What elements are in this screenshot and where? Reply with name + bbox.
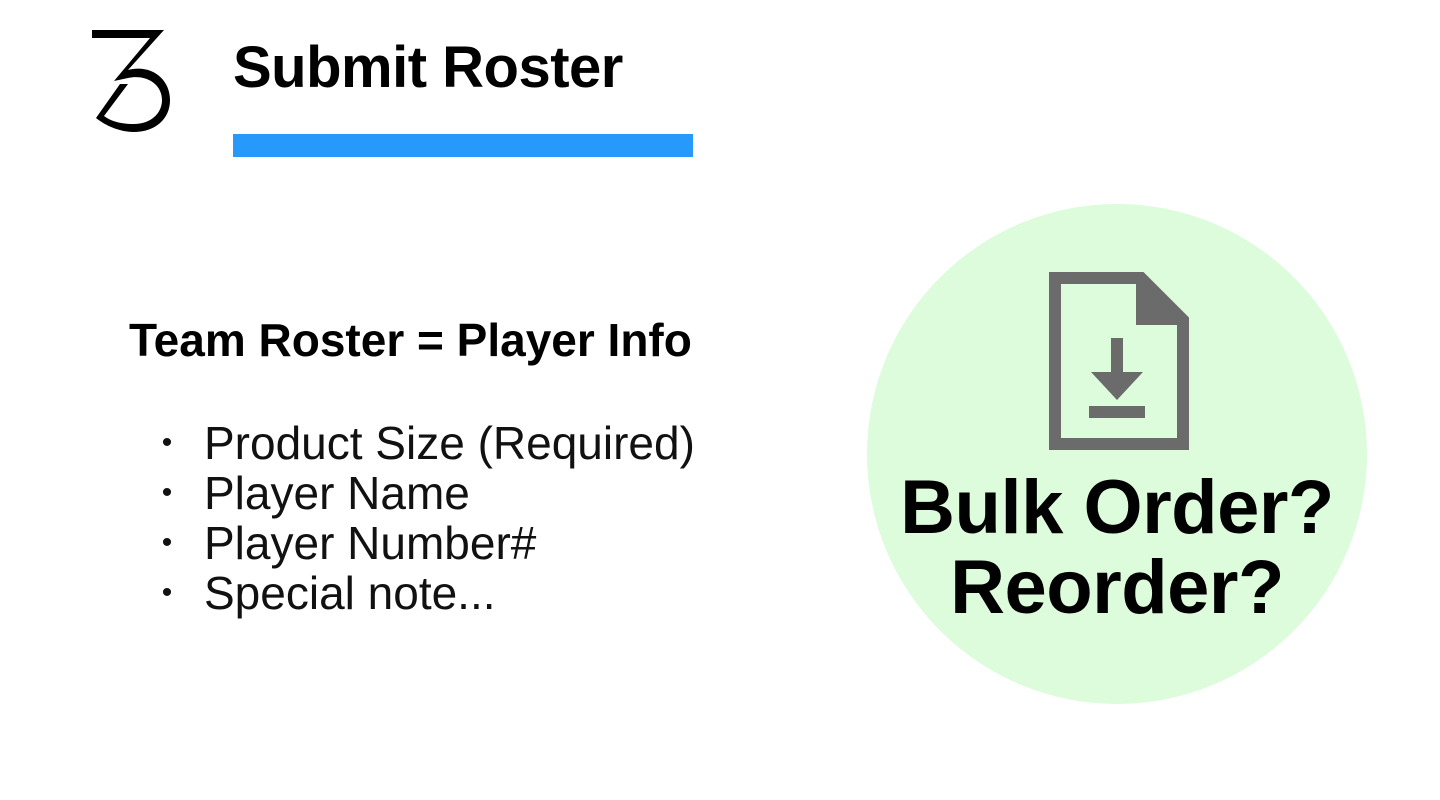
section-heading: Team Roster = Player Info [129,314,692,366]
page-title: Submit Roster [233,35,623,100]
callout-text: Bulk Order? Reorder? [867,468,1367,628]
player-info-list: • Product Size (Required) • Player Name … [157,418,695,618]
callout-line-reorder: Reorder? [950,545,1284,630]
callout-circle [867,204,1367,704]
file-download-icon [1049,272,1189,450]
list-item-label: Special note... [204,567,496,619]
bullet-icon: • [161,476,173,509]
list-item-player-number: • Player Number# [157,518,695,568]
list-item-label: Player Number# [204,517,537,569]
brand-logo-3-icon [92,30,170,132]
title-underline [233,134,693,157]
bullet-icon: • [161,426,173,459]
list-item-label: Product Size (Required) [204,417,695,469]
callout-line-bulk-order: Bulk Order? [900,465,1334,550]
list-item-product-size: • Product Size (Required) [157,418,695,468]
bullet-icon: • [161,576,173,609]
list-item-player-name: • Player Name [157,468,695,518]
list-item-label: Player Name [204,467,470,519]
list-item-special-note: • Special note... [157,568,695,618]
bullet-icon: • [161,526,173,559]
